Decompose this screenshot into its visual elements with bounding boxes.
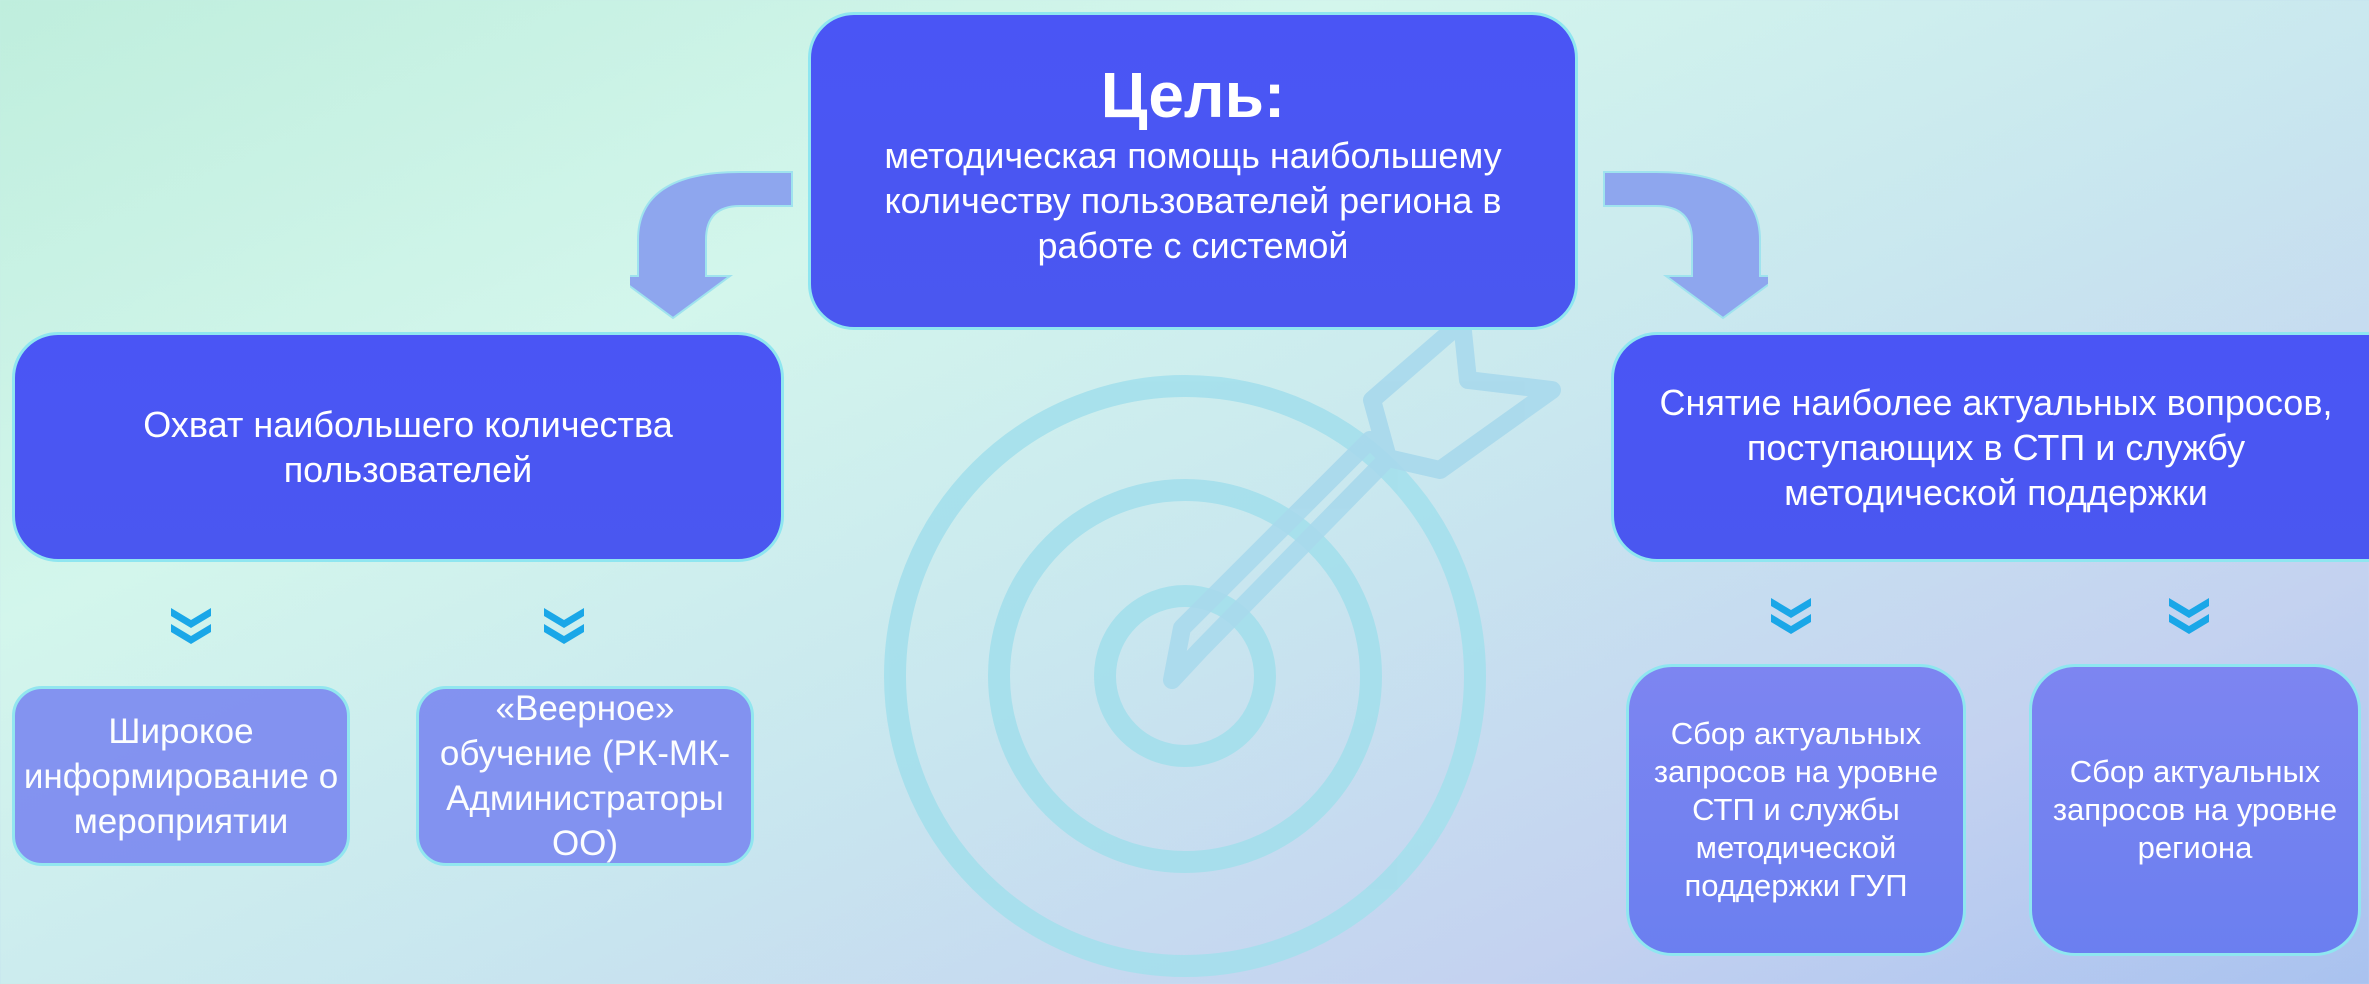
right-curved-arrow-icon (1603, 171, 1768, 320)
goal-title: Цель: (1100, 58, 1286, 131)
left-child-box-1: Широкое информирование о мероприятии (12, 686, 350, 866)
double-chevron-down-icon (1771, 598, 1811, 634)
right-branch-text: Снятие наиболее актуальных вопросов, пос… (1659, 381, 2333, 513)
left-curved-arrow-icon (630, 171, 793, 320)
left-child-box-2: «Веерное» обучение (РК-МК-Администраторы… (416, 686, 754, 866)
double-chevron-down-icon (2169, 598, 2209, 634)
left-branch-text: Охват наибольшего количества пользовател… (143, 404, 673, 490)
left-branch-box: Охват наибольшего количества пользовател… (12, 332, 784, 562)
right-child-box-1: Сбор актуальных запросов на уровне СТП и… (1626, 664, 1966, 956)
double-chevron-down-icon (171, 608, 211, 644)
left-child-text-2: «Веерное» обучение (РК-МК-Администраторы… (439, 689, 731, 863)
double-chevron-down-icon (544, 608, 584, 644)
right-child-text-2: Сбор актуальных запросов на уровне регио… (2052, 754, 2338, 865)
goal-box: Цель: методическая помощь наибольшему ко… (808, 12, 1578, 330)
right-child-text-1: Сбор актуальных запросов на уровне СТП и… (1653, 716, 1939, 903)
right-child-box-2: Сбор актуальных запросов на уровне регио… (2029, 664, 2361, 956)
right-branch-box: Снятие наиболее актуальных вопросов, пос… (1611, 332, 2369, 562)
goal-text: методическая помощь наибольшему количест… (884, 134, 1502, 266)
left-child-text-1: Широкое информирование о мероприятии (23, 711, 339, 841)
